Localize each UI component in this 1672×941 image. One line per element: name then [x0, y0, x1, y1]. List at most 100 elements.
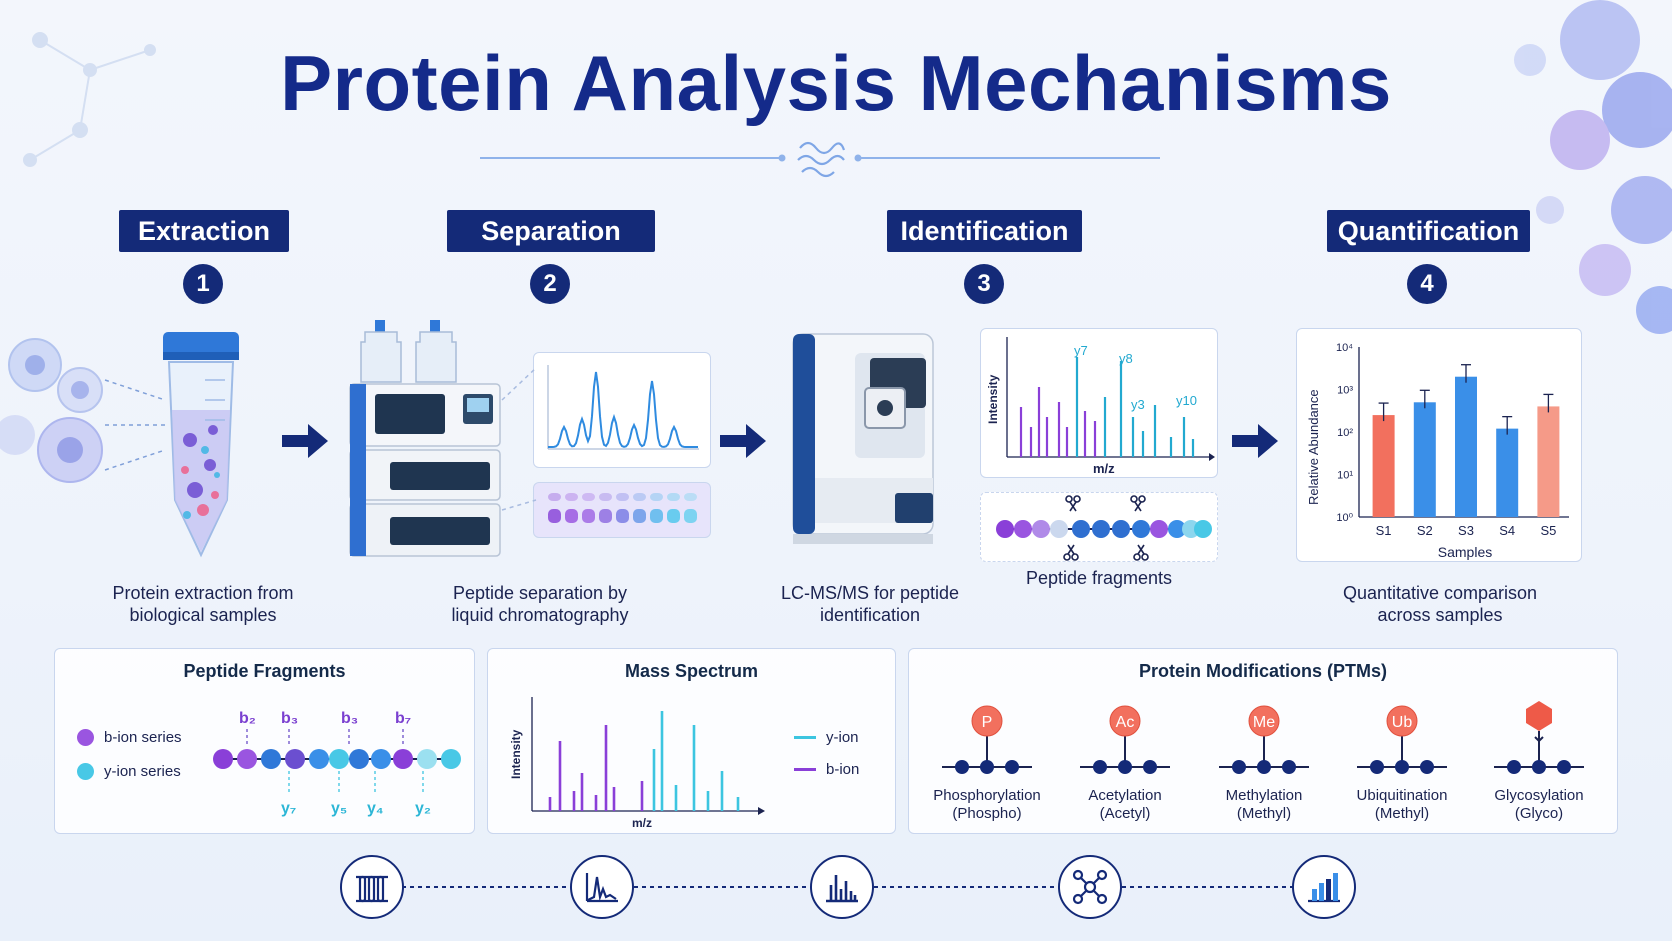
step-3-caption: LC-MS/MS for peptide identification — [780, 583, 960, 625]
id-peak-label-y3: y3 — [1131, 397, 1145, 412]
fragment-bead — [285, 749, 305, 769]
spectrum-legend-y: y-ion — [794, 729, 859, 746]
fragment-bead — [1072, 520, 1090, 538]
ptm-badge — [971, 705, 1003, 737]
chart-ytick-label: 10⁰ — [1336, 512, 1353, 524]
fragment-bead — [1014, 520, 1032, 538]
chart-xtick-label: S4 — [1499, 523, 1515, 538]
ptm-label: Glycosylation(Glyco) — [1494, 787, 1584, 822]
ptm-diagram: Ub — [1357, 705, 1447, 774]
gel-band — [633, 493, 646, 501]
fragment-bead — [349, 749, 369, 769]
b-label-1: b₂ — [239, 710, 256, 727]
gel-band — [548, 509, 561, 523]
page-title: Protein Analysis Mechanisms — [280, 39, 1392, 127]
step-1-caption: Protein extraction from biological sampl… — [112, 583, 294, 625]
ptm-diagram: Me — [1219, 705, 1309, 774]
fragment-chain-diagram: b₂ b₃ b₃ b₇ y₇ y₅ y₄ y₂ — [213, 710, 461, 817]
step-separation-label: Separation — [447, 210, 655, 252]
mass-spectrum-title: Mass Spectrum — [624, 661, 759, 681]
fragment-bead — [417, 749, 437, 769]
step-number-1: 1 — [183, 264, 223, 304]
fragment-bead — [213, 749, 233, 769]
y-label-2: y₅ — [331, 800, 347, 817]
chart-bar — [1413, 402, 1436, 517]
id-peak-label-y10: y10 — [1176, 393, 1197, 408]
fragment-bead — [441, 749, 461, 769]
ptm-badge-label: Me — [1253, 714, 1275, 731]
chart-ytick-label: 10⁴ — [1336, 342, 1353, 354]
y-ion-swatch — [77, 763, 94, 780]
chart-xtick-label: S1 — [1376, 523, 1392, 538]
background-protein-right — [1514, 0, 1672, 334]
ptm-diagram: Ac — [1080, 705, 1170, 774]
fragment-bead — [1092, 520, 1110, 538]
id-peak-label-y7: y7 — [1074, 343, 1088, 358]
fragment-bead — [996, 520, 1014, 538]
chart-bar — [1372, 415, 1395, 517]
test-tubes-icon — [340, 855, 404, 919]
mass-spectrum-plot: Intensity m/z — [509, 697, 765, 829]
gel-band — [599, 509, 612, 523]
spectrum-legend-b: b-ion — [794, 761, 859, 778]
fragment-bead — [237, 749, 257, 769]
step-number-3: 3 — [964, 264, 1004, 304]
fragment-bead — [329, 749, 349, 769]
ptm-diagram — [1494, 701, 1584, 774]
chromatogram-icon — [570, 855, 634, 919]
ptm-label: Ubiquitination(Methyl) — [1356, 787, 1448, 822]
id-spectrum-ylabel: Intensity — [986, 374, 1000, 424]
chromatogram-trace — [548, 371, 698, 448]
y-label-1: y₇ — [281, 800, 296, 817]
ptm-badge-label: P — [982, 714, 993, 731]
protein-divider-icon — [797, 141, 846, 178]
fragment-bead — [1194, 520, 1212, 538]
ptm-badge-label: Ac — [1116, 714, 1135, 731]
b-ion-swatch — [77, 729, 94, 746]
chart-bar — [1537, 406, 1560, 517]
b-ion-line-swatch — [794, 768, 816, 771]
mass-spectrometer-illustration — [792, 333, 934, 544]
title-divider — [480, 141, 1160, 178]
network-icon — [1058, 855, 1122, 919]
gel-band — [667, 509, 680, 523]
chart-xlabel: Samples — [1438, 544, 1492, 560]
id-peak-label-y8: y8 — [1119, 351, 1133, 366]
step-identification-label: Identification — [887, 210, 1082, 252]
gel-band — [650, 509, 663, 523]
ptm-badge — [1248, 705, 1280, 737]
peptide-fragment-inset — [980, 492, 1218, 562]
chart-xtick-label: S2 — [1417, 523, 1433, 538]
gel-band-inset — [533, 482, 711, 538]
ptm-label: Acetylation(Acetyl) — [1088, 787, 1162, 822]
step-extraction-label: Extraction — [119, 210, 289, 252]
hplc-instrument-illustration — [349, 320, 501, 557]
chart-xtick-label: S5 — [1540, 523, 1556, 538]
chart-ylabel: Relative Abundance — [1306, 389, 1321, 505]
spectrum-xlabel: m/z — [632, 816, 652, 829]
dashed-connector-cells — [104, 379, 166, 471]
gel-band — [565, 493, 578, 501]
scissors-icon — [1063, 495, 1149, 561]
chart-bar — [1496, 428, 1519, 517]
gel-band — [616, 493, 629, 501]
peptide-fragments-panel: Peptide Fragments b-ion series y-ion ser… — [54, 648, 475, 834]
spectrum-ylabel: Intensity — [509, 729, 523, 779]
identification-spectrum-inset: Intensity y7 y8 y3 y10 m/z — [980, 328, 1218, 478]
ptm-label: Methylation(Methyl) — [1225, 787, 1303, 822]
fragment-bead — [1132, 520, 1150, 538]
y-label-3: y₄ — [367, 800, 384, 817]
b-label-4: b₇ — [395, 710, 411, 727]
step-number-2: 2 — [530, 264, 570, 304]
gel-band — [684, 493, 697, 501]
gel-band — [582, 493, 595, 501]
legend-b-ion: b-ion series — [77, 729, 182, 746]
step-quantification-label: Quantification — [1327, 210, 1530, 252]
peptide-fragments-title: Peptide Fragments — [183, 661, 346, 681]
gel-band — [633, 509, 646, 523]
fragment-bead — [309, 749, 329, 769]
fragment-bead — [1112, 520, 1130, 538]
flow-arrow-1 — [282, 424, 328, 458]
